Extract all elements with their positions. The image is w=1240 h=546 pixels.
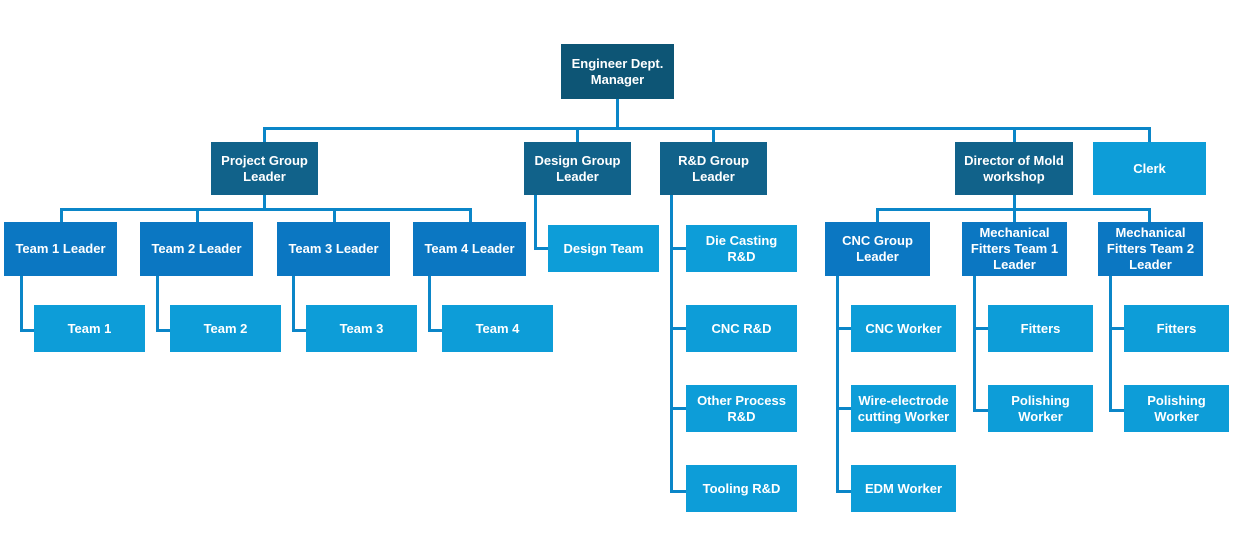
org-node-other_rnd[interactable]: Other Process R&D [686, 385, 797, 432]
org-node-fitters2_lead[interactable]: Mechanical Fitters Team 2 Leader [1098, 222, 1203, 276]
connector-team2-drop [156, 276, 159, 332]
connector-drop-project-group [263, 127, 266, 143]
connector-fitters2-arm-b [1109, 409, 1127, 412]
org-node-cnc_rnd[interactable]: CNC R&D [686, 305, 797, 352]
connector-team2-arm [156, 329, 172, 332]
org-node-rnd_group[interactable]: R&D Group Leader [660, 142, 767, 195]
connector-drop-fitters1 [1013, 208, 1016, 224]
connector-drop-cnc-group [876, 208, 879, 224]
org-node-cnc_group[interactable]: CNC Group Leader [825, 222, 930, 276]
org-node-edm_worker[interactable]: EDM Worker [851, 465, 956, 512]
connector-project-stem [263, 195, 266, 211]
connector-fitters1-spine [973, 276, 976, 412]
connector-fitters1-arm-b [973, 409, 991, 412]
connector-fitters2-arm-a [1109, 327, 1127, 330]
connector-cnc-arm-edm [836, 490, 854, 493]
org-node-design_team[interactable]: Design Team [548, 225, 659, 272]
connector-mold-stem [1013, 195, 1016, 211]
org-node-team3_leader[interactable]: Team 3 Leader [277, 222, 390, 276]
org-node-root[interactable]: Engineer Dept. Manager [561, 44, 674, 99]
connector-fitters2-spine [1109, 276, 1112, 412]
org-node-cnc_worker[interactable]: CNC Worker [851, 305, 956, 352]
org-node-team2_leader[interactable]: Team 2 Leader [140, 222, 253, 276]
connector-drop-rnd-group [712, 127, 715, 143]
org-node-team4[interactable]: Team 4 [442, 305, 553, 352]
org-node-project_group[interactable]: Project Group Leader [211, 142, 318, 195]
connector-team1-drop [20, 276, 23, 332]
org-node-die_casting[interactable]: Die Casting R&D [686, 225, 797, 272]
connector-drop-team1-leader [60, 208, 63, 224]
connector-drop-team3-leader [333, 208, 336, 224]
connector-fitters1-arm-a [973, 327, 991, 330]
connector-rnd-spine [670, 195, 673, 493]
org-node-fitters_a[interactable]: Fitters [988, 305, 1093, 352]
connector-rnd-arm-die [670, 247, 688, 250]
org-node-team4_leader[interactable]: Team 4 Leader [413, 222, 526, 276]
org-node-polish_a[interactable]: Polishing Worker [988, 385, 1093, 432]
connector-design-arm [534, 247, 550, 250]
connector-team4-arm [428, 329, 444, 332]
connector-cnc-arm-wire [836, 407, 854, 410]
connector-project-bus [60, 208, 470, 211]
org-node-tooling_rnd[interactable]: Tooling R&D [686, 465, 797, 512]
connector-root-stem [616, 99, 619, 128]
connector-rnd-arm-other [670, 407, 688, 410]
connector-drop-clerk [1148, 127, 1151, 143]
org-node-polish_b[interactable]: Polishing Worker [1124, 385, 1229, 432]
connector-drop-design-group [576, 127, 579, 143]
connector-team1-arm [20, 329, 36, 332]
org-node-team1[interactable]: Team 1 [34, 305, 145, 352]
connector-drop-mold-director [1013, 127, 1016, 143]
connector-root-bus [263, 127, 1151, 130]
org-node-fitters1_lead[interactable]: Mechanical Fitters Team 1 Leader [962, 222, 1067, 276]
org-node-mold_director[interactable]: Director of Mold workshop [955, 142, 1073, 195]
connector-rnd-arm-cnc [670, 327, 688, 330]
connector-rnd-arm-tooling [670, 490, 688, 493]
org-node-design_group[interactable]: Design Group Leader [524, 142, 631, 195]
connector-drop-team4-leader [469, 208, 472, 224]
org-node-team1_leader[interactable]: Team 1 Leader [4, 222, 117, 276]
connector-team4-drop [428, 276, 431, 332]
connector-design-drop [534, 195, 537, 250]
org-node-fitters_b[interactable]: Fitters [1124, 305, 1229, 352]
org-node-team2[interactable]: Team 2 [170, 305, 281, 352]
org-node-wire_worker[interactable]: Wire-electrode cutting Worker [851, 385, 956, 432]
org-node-clerk[interactable]: Clerk [1093, 142, 1206, 195]
connector-cnc-arm-worker [836, 327, 854, 330]
connector-drop-fitters2 [1148, 208, 1151, 224]
org-node-team3[interactable]: Team 3 [306, 305, 417, 352]
connector-cnc-spine [836, 276, 839, 492]
connector-team3-drop [292, 276, 295, 332]
connector-drop-team2-leader [196, 208, 199, 224]
connector-team3-arm [292, 329, 308, 332]
